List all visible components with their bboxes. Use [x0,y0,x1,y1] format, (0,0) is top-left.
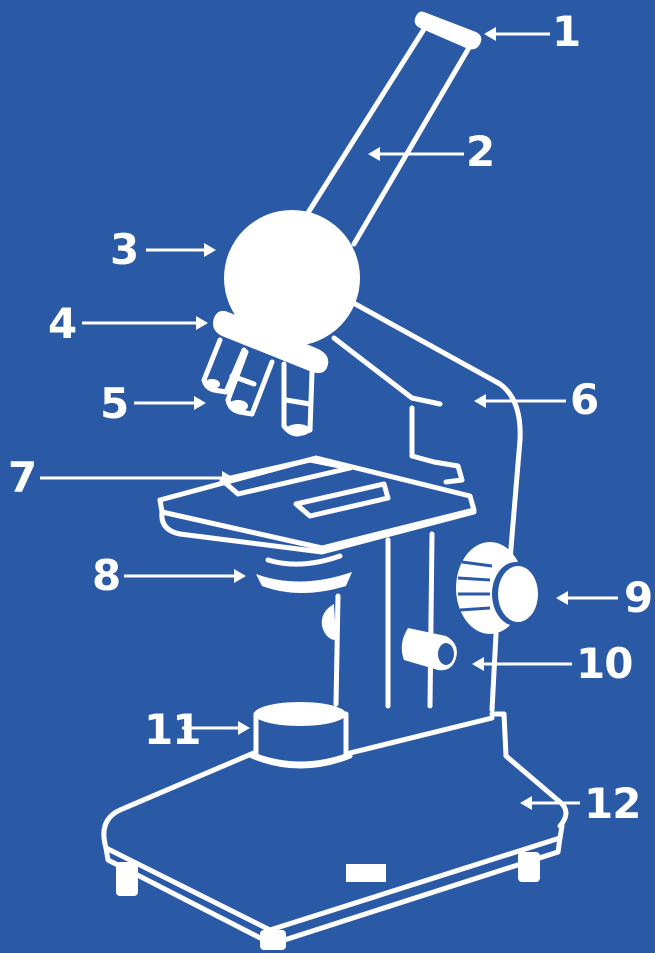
callout-1: 1 [484,7,581,56]
callout-label-2: 2 [466,127,494,176]
callout-label-1: 1 [552,7,580,56]
callout-9: 9 [556,573,653,622]
revolving-nosepiece [213,310,329,373]
callout-2: 2 [368,127,495,176]
callout-5: 5 [100,379,206,428]
callout-label-7: 7 [8,453,36,502]
callouts: 1 2 3 4 5 6 7 [8,7,653,828]
fine-focus-knob [401,628,457,671]
arm [331,297,569,829]
microscope [101,11,569,950]
body-tube [303,23,473,247]
light-source [249,702,353,769]
callout-4: 4 [48,299,208,348]
coarse-focus-knob [456,542,540,634]
callout-6: 6 [474,375,599,424]
pillar [321,531,435,709]
callout-label-8: 8 [92,551,120,600]
head-sphere [224,210,360,346]
stage-platform [157,455,477,555]
callout-label-9: 9 [624,573,652,622]
callout-8: 8 [92,551,246,600]
callout-label-5: 5 [100,379,128,428]
condenser [256,553,352,593]
callout-label-12: 12 [584,779,640,828]
eyepiece [414,11,482,50]
callout-10: 10 [472,639,633,688]
callout-label-6: 6 [570,375,598,424]
callout-label-10: 10 [576,639,632,688]
callout-11: 11 [144,705,250,754]
callout-label-3: 3 [110,225,138,274]
base [101,715,565,950]
callout-3: 3 [110,225,216,274]
callout-label-4: 4 [48,299,76,348]
objective-lenses [201,337,315,437]
callout-12: 12 [520,779,641,828]
callout-7: 7 [8,453,234,502]
